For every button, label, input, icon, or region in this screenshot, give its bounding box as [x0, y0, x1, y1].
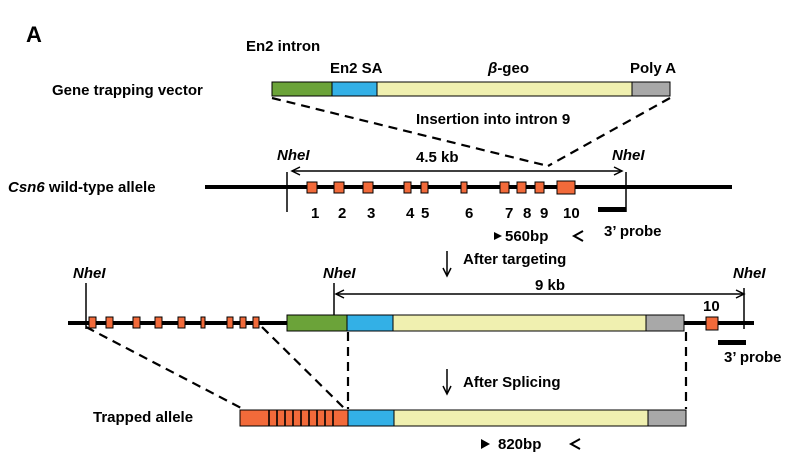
wt-probe-bar: [598, 207, 626, 212]
wt-exon-2: [333, 181, 345, 194]
wt-exon-7: [499, 181, 510, 194]
trapped-sa-segment: [347, 409, 395, 427]
tg-exon: [239, 316, 247, 329]
wt-nhei-left: NheI: [277, 147, 310, 164]
tg-exon: [105, 316, 114, 329]
vector-cassette: [271, 81, 671, 97]
en2-intron-label: En2 intron: [246, 38, 320, 55]
tg-nhei-far-left: NheI: [73, 265, 106, 282]
wt-primer-reverse: [571, 230, 584, 242]
tg-exon: [226, 316, 234, 329]
splice-dash-mid: [261, 326, 346, 410]
splicing-down-arrow: [442, 369, 452, 396]
exon-number: 4: [406, 205, 415, 222]
tg-exon: [88, 316, 97, 329]
trapped-polya-segment: [647, 409, 687, 427]
insertion-dash-right: [547, 97, 671, 167]
tg-probe-label: 3’ probe: [724, 349, 782, 366]
wt-exons: [306, 180, 576, 195]
tg-polya-segment: [645, 314, 685, 332]
exon-number: 9: [540, 205, 548, 222]
wt-probe-label: 3’ probe: [604, 223, 662, 240]
tg-exon: [154, 316, 163, 329]
beta-geo-segment: [376, 81, 633, 97]
en2-intron-segment: [271, 81, 333, 97]
insertion-dash-left: [271, 96, 549, 168]
trapped-transcript: [239, 409, 687, 427]
exon-number: 2: [338, 205, 346, 222]
tg-nhei-mid: NheI: [323, 265, 356, 282]
polya-segment: [631, 81, 671, 97]
insertion-label: Insertion into intron 9: [416, 111, 570, 128]
wt-exon-10: [556, 180, 576, 195]
tg-nhei-right: NheI: [733, 265, 766, 282]
trapped-primer-reverse: [568, 438, 581, 450]
panel-label: A: [26, 22, 42, 47]
en2-sa-segment: [331, 81, 378, 97]
wt-exon-1: [306, 181, 318, 194]
en2-sa-label: En2 SA: [330, 60, 383, 77]
trapped-exon-block: [239, 409, 349, 427]
vector-row-label: Gene trapping vector: [52, 82, 203, 99]
exon-number: 1: [311, 205, 319, 222]
tg-exon: [132, 316, 141, 329]
trapped-primer-forward: [481, 439, 490, 449]
wt-distance-arrow: [290, 166, 624, 176]
exon-number: 5: [421, 205, 429, 222]
wt-exon-3: [362, 181, 374, 194]
tg-probe-bar: [718, 340, 746, 345]
exon-number: 7: [505, 205, 513, 222]
tg-distance-label: 9 kb: [535, 277, 565, 294]
exon-number: 10: [563, 205, 580, 222]
wt-exon-5: [420, 181, 429, 194]
exon-number: 3: [367, 205, 375, 222]
wt-exon-9: [534, 181, 545, 194]
tg-inserted-cassette: [286, 314, 685, 332]
tg-beta-geo-segment: [392, 314, 647, 332]
tg-en2-sa-segment: [346, 314, 394, 332]
exon-number: 8: [523, 205, 531, 222]
polya-label: Poly A: [630, 60, 676, 77]
tg-exon: [177, 316, 186, 329]
tg-upstream-exons: [88, 316, 260, 329]
wt-pcr-product: 560bp: [505, 228, 548, 245]
after-splicing-label: After Splicing: [463, 374, 561, 391]
wt-exon-8: [516, 181, 527, 194]
wt-primer-forward: [494, 232, 502, 240]
after-targeting-label: After targeting: [463, 251, 566, 268]
tg-exon-10: [705, 316, 719, 331]
tg-exon: [200, 316, 206, 329]
splice-dash-left: [85, 326, 244, 410]
tg-exon: [252, 316, 260, 329]
exon-number: 6: [465, 205, 473, 222]
wt-nhei-right: NheI: [612, 147, 645, 164]
wt-exon-numbers: 1 2 3 4 5 6 7 8 9 10: [311, 205, 580, 222]
trapped-beta-geo-segment: [393, 409, 649, 427]
tg-en2-intron-segment: [286, 314, 348, 332]
trapped-allele-label: Trapped allele: [93, 409, 193, 426]
trapped-pcr-product: 820bp: [498, 436, 541, 453]
targeting-down-arrow: [442, 251, 452, 278]
beta-geo-label: β-geo: [487, 60, 529, 77]
wt-distance-label: 4.5 kb: [416, 149, 459, 166]
tg-exon-10-label: 10: [703, 298, 720, 315]
trapped-exon-junctions: [268, 410, 334, 426]
wt-exon-4: [403, 181, 412, 194]
wt-allele-label: Csn6 wild-type allele: [8, 179, 156, 196]
wt-exon-6: [460, 181, 468, 194]
